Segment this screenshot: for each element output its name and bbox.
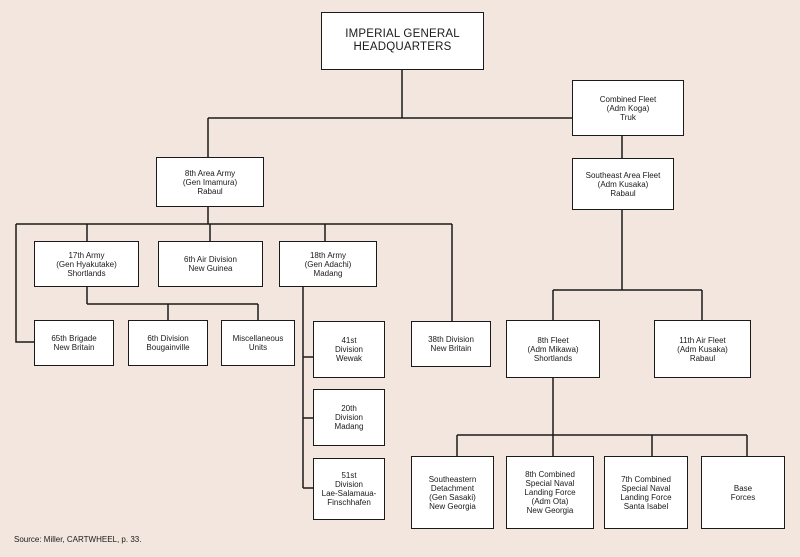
18th-army-location: Madang <box>313 268 343 278</box>
7th-combined-snlf-location: Santa Isabel <box>623 501 669 511</box>
11th-air-fleet-box: 11th Air Fleet (Adm Kusaka) Rabaul <box>654 320 751 378</box>
combined-fleet-box: Combined Fleet (Adm Koga) Truk <box>572 80 684 136</box>
38th-division-name: 38th Division <box>428 335 474 344</box>
11th-air-fleet-name: 11th Air Fleet <box>679 335 726 345</box>
southeastern-detachment-box: Southeastern Detachment (Gen Sasaki) New… <box>411 456 494 529</box>
8th-area-army-location: Rabaul <box>197 186 223 196</box>
6th-division-name: 6th Division <box>147 334 189 343</box>
8th-combined-snlf-line-1: 8th Combined <box>525 470 575 479</box>
7th-combined-snlf-line-1: 7th Combined <box>621 474 671 484</box>
6th-air-division-name: 6th Air Division <box>184 255 237 264</box>
6th-air-division-box: 6th Air Division New Guinea <box>158 241 263 287</box>
51st-division-box: 51st Division Lae-Salamaua- Finschhafen <box>313 458 385 520</box>
combined-fleet-name: Combined Fleet <box>599 94 657 104</box>
8th-area-army-name: 8th Area Army <box>184 168 236 178</box>
8th-combined-snlf-line-2: Special Naval <box>525 479 575 488</box>
65th-brigade-name: 65th Brigade <box>51 334 97 343</box>
8th-combined-snlf-box: 8th Combined Special Naval Landing Force… <box>506 456 594 529</box>
8th-area-army-box: 8th Area Army (Gen Imamura) Rabaul <box>156 157 264 207</box>
51st-division-line-1: 51st <box>341 471 357 480</box>
southeastern-detachment-line-2: Detachment <box>430 483 475 493</box>
southeast-area-fleet-commander: (Adm Kusaka) <box>597 179 649 189</box>
8th-combined-snlf-location: New Georgia <box>526 506 574 515</box>
southeastern-detachment-commander: (Gen Sasaki) <box>429 492 476 502</box>
miscellaneous-units-line-1: Miscellaneous <box>232 334 284 343</box>
17th-army-commander: (Gen Hyakutake) <box>56 259 117 269</box>
17th-army-location: Shortlands <box>67 268 106 278</box>
20th-division-line-1: 20th <box>341 404 357 413</box>
18th-army-name: 18th Army <box>309 250 346 260</box>
6th-division-box: 6th Division Bougainville <box>128 320 208 366</box>
51st-division-location-1: Lae-Salamaua- <box>321 489 377 498</box>
6th-division-location: Bougainville <box>146 343 190 352</box>
18th-army-commander: (Gen Adachi) <box>304 259 352 269</box>
base-forces-line-1: Base <box>733 483 753 493</box>
18th-army-box: 18th Army (Gen Adachi) Madang <box>279 241 377 287</box>
51st-division-location-2: Finschhafen <box>327 498 371 507</box>
southeast-area-fleet-box: Southeast Area Fleet (Adm Kusaka) Rabaul <box>572 158 674 210</box>
11th-air-fleet-location: Rabaul <box>689 353 716 363</box>
southeast-area-fleet-location: Rabaul <box>610 188 636 198</box>
6th-air-division-location: New Guinea <box>188 264 233 273</box>
17th-army-name: 17th Army <box>68 250 105 260</box>
7th-combined-snlf-line-2: Special Naval <box>621 483 671 493</box>
20th-division-box: 20th Division Madang <box>313 389 385 446</box>
southeast-area-fleet-name: Southeast Area Fleet <box>585 170 661 180</box>
southeastern-detachment-line-1: Southeastern <box>428 474 477 484</box>
source-citation: Source: Miller, CARTWHEEL, p. 33. <box>14 535 142 544</box>
base-forces-box: Base Forces <box>701 456 785 529</box>
38th-division-box: 38th Division New Britain <box>411 321 491 367</box>
miscellaneous-units-box: Miscellaneous Units <box>221 320 295 366</box>
41st-division-box: 41st Division Wewak <box>313 321 385 378</box>
8th-fleet-location: Shortlands <box>533 353 573 363</box>
8th-combined-snlf-line-3: Landing Force <box>524 488 576 497</box>
65th-brigade-box: 65th Brigade New Britain <box>34 320 114 366</box>
8th-combined-snlf-commander: (Adm Ota) <box>531 497 569 506</box>
65th-brigade-location: New Britain <box>53 343 95 352</box>
southeastern-detachment-location: New Georgia <box>429 501 476 511</box>
7th-combined-snlf-line-3: Landing Force <box>620 492 672 502</box>
11th-air-fleet-commander: (Adm Kusaka) <box>677 344 728 354</box>
8th-fleet-name: 8th Fleet <box>537 335 569 345</box>
combined-fleet-location: Truk <box>620 112 636 122</box>
41st-division-location: Wewak <box>335 354 363 363</box>
20th-division-line-2: Division <box>334 413 363 422</box>
base-forces-line-2: Forces <box>730 492 756 502</box>
ihq-line-1: IMPERIAL GENERAL <box>345 28 460 40</box>
connector-bus-65th <box>15 224 34 343</box>
8th-fleet-commander: (Adm Mikawa) <box>527 344 579 354</box>
41st-division-line-2: Division <box>334 345 363 354</box>
41st-division-line-1: 41st <box>341 336 357 345</box>
8th-fleet-box: 8th Fleet (Adm Mikawa) Shortlands <box>506 320 600 378</box>
7th-combined-snlf-box: 7th Combined Special Naval Landing Force… <box>604 456 688 529</box>
imperial-general-hq-box: IMPERIAL GENERAL HEADQUARTERS <box>321 12 484 70</box>
17th-army-box: 17th Army (Gen Hyakutake) Shortlands <box>34 241 139 287</box>
51st-division-line-2: Division <box>334 480 363 489</box>
combined-fleet-commander: (Adm Koga) <box>606 103 650 113</box>
ihq-line-2: HEADQUARTERS <box>353 41 452 53</box>
20th-division-location: Madang <box>334 422 364 431</box>
38th-division-location: New Britain <box>430 344 472 353</box>
miscellaneous-units-line-2: Units <box>248 343 268 352</box>
8th-area-army-commander: (Gen Imamura) <box>182 177 238 187</box>
